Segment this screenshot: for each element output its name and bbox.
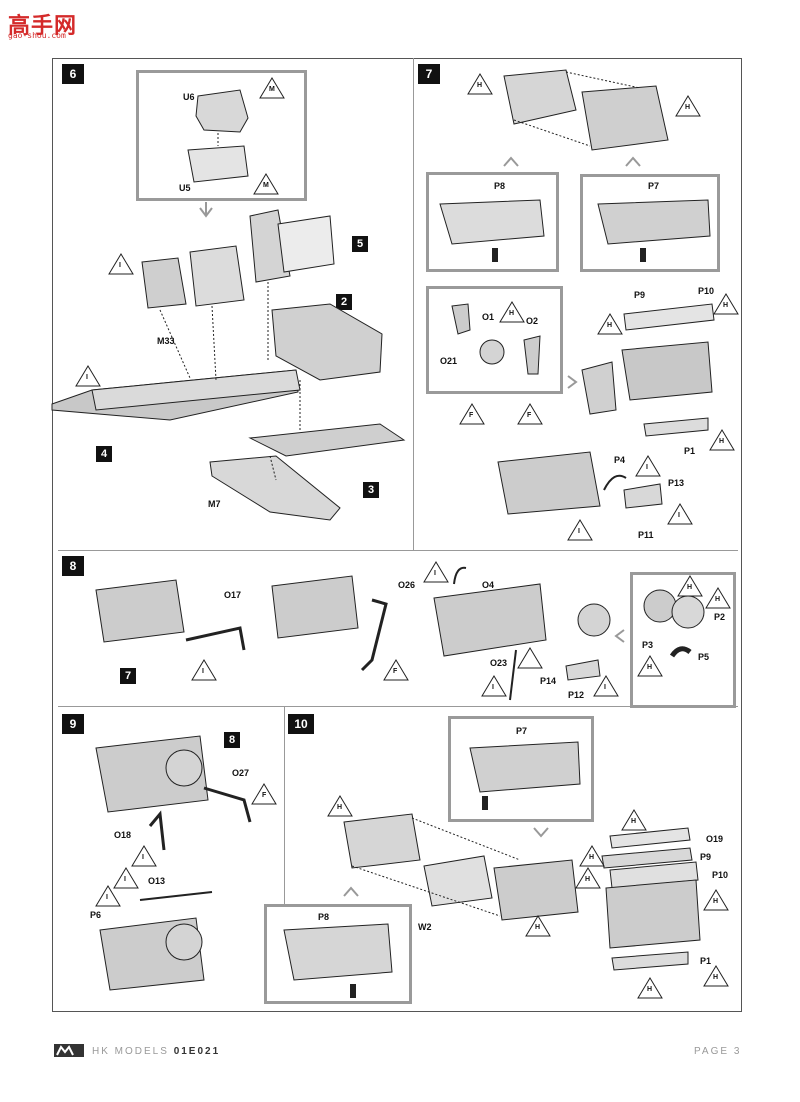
tri-label-h-7a: H xyxy=(477,82,483,89)
ref-badge-4: 4 xyxy=(96,446,112,462)
tri-label-i-7b: I xyxy=(678,512,680,519)
part-label-p8: P8 xyxy=(494,181,506,191)
tri-label-h-10e: H xyxy=(585,876,591,883)
tri-label-f-7b: F xyxy=(527,412,532,419)
part-label-u6: U6 xyxy=(183,92,195,102)
tri-label-h-7e: H xyxy=(723,302,729,309)
part-label-o21: O21 xyxy=(440,356,458,366)
part-label-o17: O17 xyxy=(224,590,242,600)
part-label-p7: P7 xyxy=(648,181,660,191)
part-label-m33: M33 xyxy=(157,336,175,346)
tri-label-h-10c: H xyxy=(631,818,637,825)
tri-label-i-8b: I xyxy=(434,570,436,577)
tri-label-h-8a: H xyxy=(687,584,693,591)
tri-label-h-7d: H xyxy=(607,322,613,329)
part-label-o13: O13 xyxy=(148,876,166,886)
tri-label-m-2: M xyxy=(263,182,269,189)
step-6-badge: 6 xyxy=(62,64,84,84)
part-label-o27: O27 xyxy=(232,768,250,778)
tri-label-i-7c: I xyxy=(578,528,580,535)
tri-label-h-7f: H xyxy=(719,438,725,445)
tri-label-f-9a: F xyxy=(262,792,267,799)
divider-horizontal-mid xyxy=(58,550,738,551)
ref-badge-5: 5 xyxy=(352,236,368,252)
tri-label-f-7a: F xyxy=(469,412,474,419)
footer-brand-name: HK MODELS xyxy=(92,1046,169,1057)
part-label-p1: P1 xyxy=(684,446,696,456)
part-label-p9-10: P9 xyxy=(700,852,712,862)
part-label-p1-10: P1 xyxy=(700,956,712,966)
footer-code: 01E021 xyxy=(173,1046,221,1057)
footer-brand: HK MODELS 01E021 xyxy=(92,1046,220,1057)
instruction-frame xyxy=(52,58,742,1012)
tri-label-i-8c: I xyxy=(492,684,494,691)
watermark-url: gao-shou.com xyxy=(8,31,66,40)
tri-label-i-9a: I xyxy=(142,854,144,861)
part-label-p7-10: P7 xyxy=(516,726,528,736)
tri-label-i-9b: I xyxy=(124,876,126,883)
part-label-p13: P13 xyxy=(668,478,685,488)
footer-page: PAGE 3 xyxy=(694,1046,742,1057)
part-label-p14: P14 xyxy=(540,676,557,686)
step-8-badge: 8 xyxy=(62,556,84,576)
hk-logo-icon xyxy=(54,1044,84,1057)
tri-label-h-7c: H xyxy=(509,310,515,317)
tri-label-h-8c: H xyxy=(647,664,653,671)
tri-label-f-8a: F xyxy=(393,668,398,675)
part-label-o2: O2 xyxy=(526,316,539,326)
step-9-badge: 9 xyxy=(62,714,84,734)
divider-vertical-top xyxy=(413,58,414,550)
part-label-o26: O26 xyxy=(398,580,416,590)
part-label-p12: P12 xyxy=(568,690,585,700)
ref-badge-7: 7 xyxy=(120,668,136,684)
tri-label-i-8d: I xyxy=(604,684,606,691)
ref-badge-3: 3 xyxy=(363,482,379,498)
part-label-p11: P11 xyxy=(638,530,654,540)
tri-label-i-8a: I xyxy=(202,668,204,675)
part-label-o1: O1 xyxy=(482,312,495,322)
tri-label-h-10h: H xyxy=(647,986,653,993)
part-label-p2: P2 xyxy=(714,612,726,622)
tri-label-h-10d: H xyxy=(589,854,595,861)
tri-label-i-2: I xyxy=(86,374,88,381)
ref-badge-2: 2 xyxy=(336,294,352,310)
part-label-o18: O18 xyxy=(114,830,132,840)
part-label-o19: O19 xyxy=(706,834,724,844)
part-label-p8-10: P8 xyxy=(318,912,330,922)
part-label-u5: U5 xyxy=(179,183,191,193)
tri-label-i-7a: I xyxy=(646,464,648,471)
tri-label-h-8b: H xyxy=(715,596,721,603)
divider-horizontal-lower xyxy=(58,706,738,707)
divider-vertical-bottom xyxy=(284,706,285,906)
part-label-p10: P10 xyxy=(698,286,715,296)
part-label-o4: O4 xyxy=(482,580,495,590)
part-label-p5: P5 xyxy=(698,652,710,662)
step-7-badge: 7 xyxy=(418,64,440,84)
tri-label-h-7b: H xyxy=(685,104,691,111)
part-label-p9: P9 xyxy=(634,290,646,300)
tri-label-h-10b: H xyxy=(535,924,541,931)
part-label-p6: P6 xyxy=(90,910,102,920)
tri-label-h-10a: H xyxy=(337,804,343,811)
watermark-brand: 高手网 xyxy=(8,14,78,39)
part-label-w2: W2 xyxy=(418,922,432,932)
tri-label-h-10f: H xyxy=(713,898,719,905)
tri-label-i-9c: I xyxy=(106,894,108,901)
ref-badge-8: 8 xyxy=(224,732,240,748)
part-label-p4: P4 xyxy=(614,455,626,465)
part-label-p3: P3 xyxy=(642,640,654,650)
step-10-badge: 10 xyxy=(288,714,314,734)
part-label-m7: M7 xyxy=(208,499,221,509)
tri-label-m-1: M xyxy=(269,86,275,93)
tri-label-i-1: I xyxy=(119,262,121,269)
part-label-p10-10: P10 xyxy=(712,870,729,880)
tri-label-h-10g: H xyxy=(713,974,719,981)
part-label-o23: O23 xyxy=(490,658,508,668)
